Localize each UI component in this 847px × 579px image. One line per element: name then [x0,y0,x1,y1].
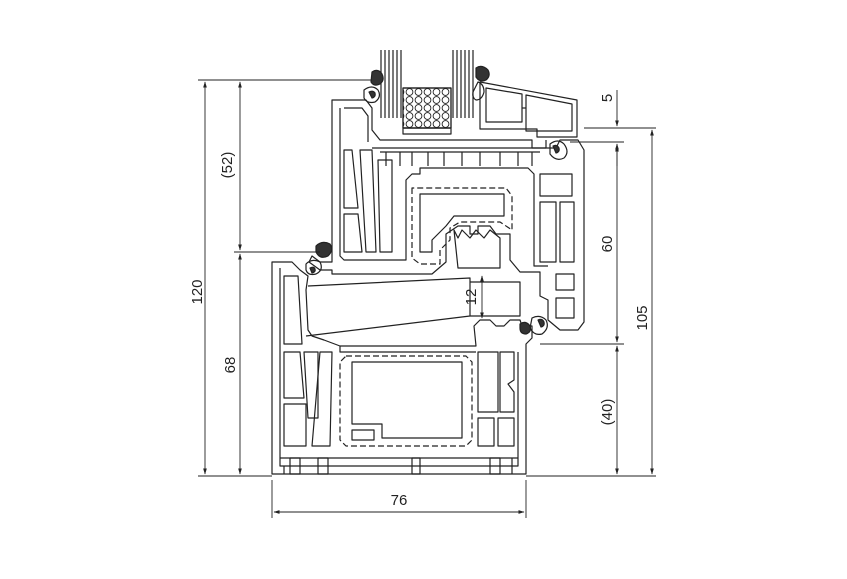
dim-glass-rebate: 5 [599,94,616,102]
dim-total-height: 120 [189,279,206,304]
dim-right-lower: (40) [599,399,616,426]
glass-unit [380,50,474,118]
dim-sash-bracket: (52) [219,152,236,179]
glazing-bead [479,81,578,138]
dim-frame-height: 68 [222,357,239,374]
glass-spacer [402,87,452,135]
frame-profile [271,261,548,475]
sash-seal-left [305,241,333,276]
sash-profile [308,99,585,331]
dim-overlap: 12 [463,289,480,306]
dim-frame-depth: 76 [391,492,408,509]
glazing-seal-left [363,69,384,104]
dimension-labels: 120 (52) 68 5 60 (40) 105 12 76 [189,94,651,509]
dim-sash-visible: 60 [599,236,616,253]
sash-lower-zone [305,277,521,337]
dim-right-total: 105 [634,305,651,330]
dimension-lines [198,79,656,518]
